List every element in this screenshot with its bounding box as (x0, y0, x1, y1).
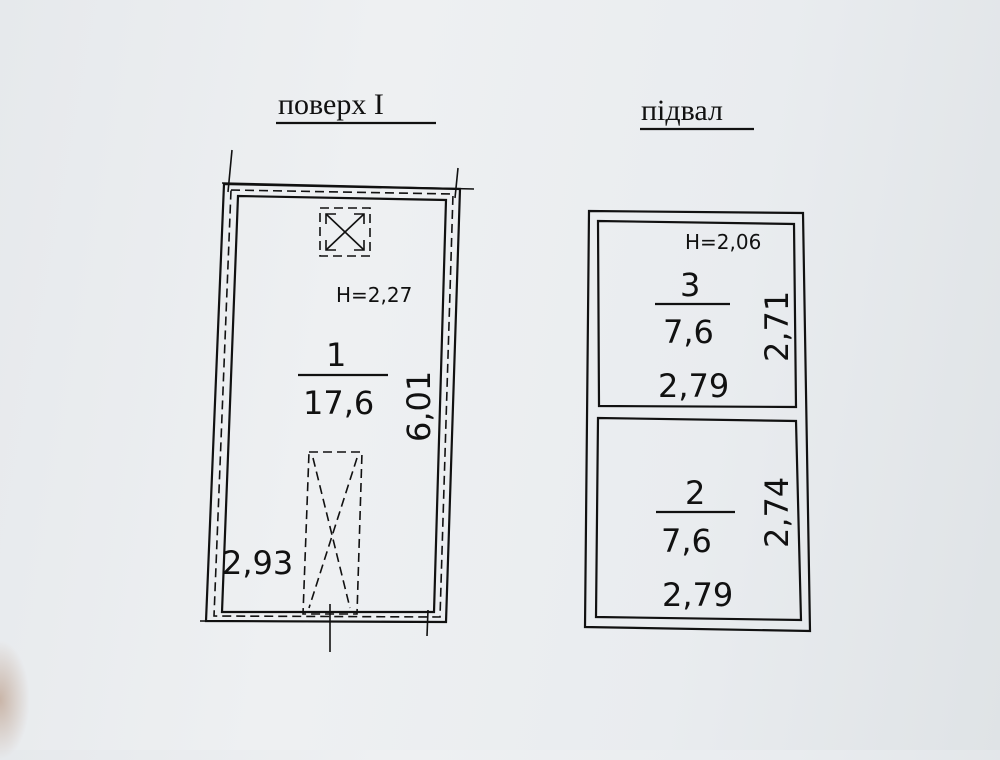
basement-room2-wall (594, 416, 803, 622)
floor1-height: H=2,27 (336, 283, 412, 307)
basement-room3-wall (596, 219, 798, 409)
room2-width-dimension: 2,79 (662, 576, 733, 614)
pit-icon (302, 451, 363, 652)
floor1-dim-tick (227, 149, 233, 193)
floor1-dim-tick (454, 167, 459, 199)
floor1-room-area: 17,6 (303, 384, 374, 422)
floor1-dim-tick (426, 609, 429, 637)
room2-number: 2 (685, 474, 705, 512)
floor1-inner-wall (220, 194, 448, 614)
floor1-length-dimension: 6,01 (400, 371, 438, 442)
room3-area: 7,6 (663, 313, 714, 351)
basement-plan: підвал H=2,06 3 7,6 2,71 2,79 2 7,6 2,74… (583, 94, 812, 633)
floor1-plan: поверх I H=2,27 1 17,6 6,01 (199, 88, 475, 652)
room2-area: 7,6 (661, 522, 712, 560)
floor1-dim-tick (199, 620, 447, 623)
room3-number: 3 (680, 266, 700, 304)
basement-title: підвал (641, 94, 723, 127)
floor1-dim-tick (221, 182, 475, 190)
floor1-width-dimension: 2,93 (222, 544, 293, 582)
ventilation-icon (319, 207, 371, 257)
basement-outer-wall (583, 209, 812, 633)
room3-length-dimension: 2,71 (758, 291, 796, 362)
room2-length-dimension: 2,74 (758, 477, 796, 548)
floor1-wall-centerline (213, 189, 454, 618)
floor1-room-number: 1 (326, 336, 346, 374)
basement-height: H=2,06 (685, 230, 761, 254)
room3-width-dimension: 2,79 (658, 367, 729, 405)
floor1-title: поверх I (278, 88, 384, 121)
